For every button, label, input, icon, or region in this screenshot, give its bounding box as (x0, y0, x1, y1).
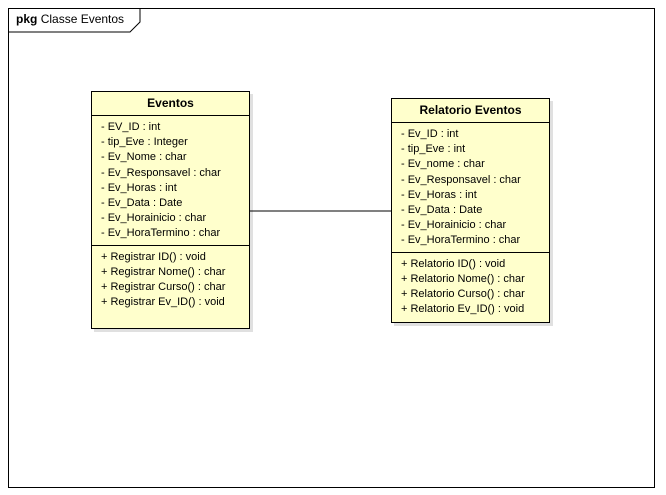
attribute: - Ev_ID : int (401, 128, 459, 140)
attribute: - Ev_Data : Date (401, 203, 483, 216)
attribute: - Ev_Responsavel : char (101, 166, 221, 179)
attribute: - Ev_Horainicio : char (401, 219, 507, 232)
operation: + Registrar Ev_ID() : void (101, 296, 225, 309)
package-keyword: pkg (16, 12, 38, 26)
attributes-compartment: - EV_ID : int - tip_Eve : Integer - Ev_N… (92, 116, 249, 246)
operations-compartment: + Registrar ID() : void + Registrar Nome… (92, 246, 249, 314)
package-label: pkg Classe Eventos (16, 12, 124, 26)
operation: + Relatorio ID() : void (401, 257, 506, 270)
operation: + Relatorio Nome() : char (401, 272, 525, 285)
package-tab: pkg Classe Eventos (9, 9, 149, 33)
attribute: - Ev_Horas : int (401, 188, 477, 201)
attribute: - tip_Eve : int (401, 143, 466, 156)
operation: + Registrar Nome() : char (101, 265, 226, 278)
attribute: - Ev_HoraTermino : char (101, 227, 221, 240)
operation: + Registrar ID() : void (101, 250, 206, 263)
attribute: - Ev_HoraTermino : char (401, 234, 521, 247)
class-name: Relatorio Eventos (392, 99, 549, 123)
operations-compartment: + Relatorio ID() : void + Relatorio Nome… (392, 253, 549, 321)
operation: + Relatorio Ev_ID() : void (401, 303, 525, 316)
attribute: - Ev_Responsavel : char (401, 173, 521, 186)
package-frame: pkg Classe Eventos (8, 8, 655, 488)
operation: + Registrar Curso() : char (101, 280, 226, 293)
attribute: - Ev_Horainicio : char (101, 212, 207, 225)
attribute: - tip_Eve : Integer (101, 136, 188, 149)
attribute: - Ev_Horas : int (101, 181, 177, 194)
attribute: - Ev_Nome : char (101, 151, 187, 164)
class-name: Eventos (92, 92, 249, 116)
class-relatorio-eventos[interactable]: Relatorio Eventos - Ev_ID : int - tip_Ev… (391, 98, 550, 323)
attribute: - EV_ID : int (101, 121, 161, 133)
attribute: - Ev_Data : Date (101, 196, 183, 209)
operation: + Relatorio Curso() : char (401, 287, 525, 300)
attribute: - Ev_nome : char (401, 158, 485, 171)
package-name: Classe Eventos (40, 12, 125, 26)
package-tab-outline (9, 9, 141, 33)
attributes-compartment: - Ev_ID : int - tip_Eve : int - Ev_nome … (392, 123, 549, 253)
class-eventos[interactable]: Eventos - EV_ID : int - tip_Eve : Intege… (91, 91, 250, 329)
